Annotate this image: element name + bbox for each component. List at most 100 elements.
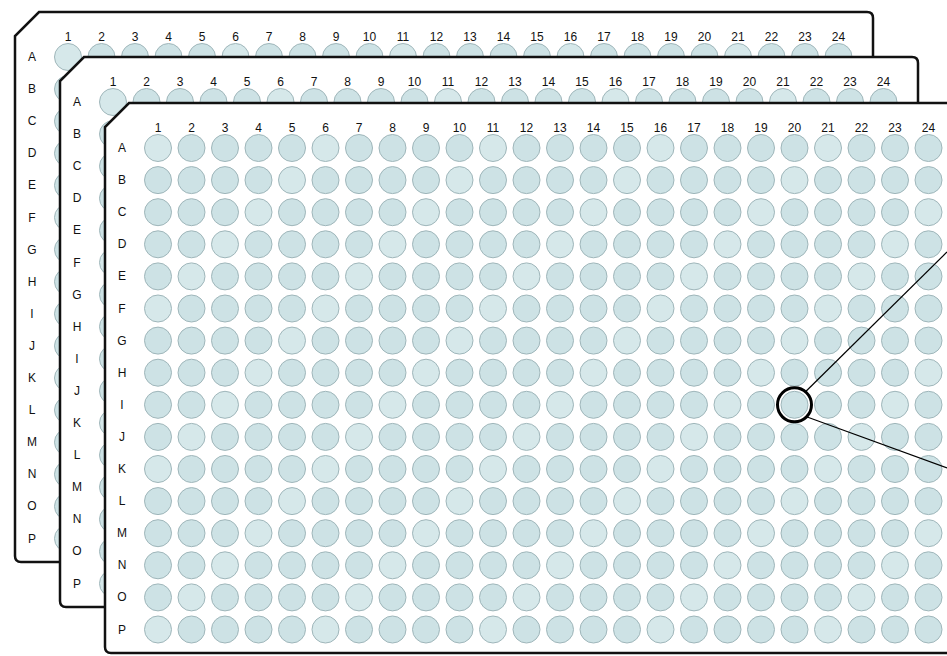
well [379, 616, 406, 643]
well [647, 359, 674, 386]
well [781, 552, 808, 579]
well [446, 552, 473, 579]
well [379, 488, 406, 515]
well [647, 584, 674, 611]
well [848, 423, 875, 450]
well [446, 520, 473, 547]
well [513, 359, 540, 386]
well [413, 263, 440, 290]
well [748, 488, 775, 515]
column-number: 7 [266, 31, 273, 43]
well [647, 263, 674, 290]
well [681, 199, 708, 226]
well [681, 263, 708, 290]
column-number: 2 [143, 76, 150, 88]
well [681, 616, 708, 643]
well [614, 456, 641, 483]
column-number: 9 [333, 31, 340, 43]
well [279, 488, 306, 515]
well [178, 391, 205, 418]
well [513, 584, 540, 611]
column-number: 13 [553, 122, 566, 134]
row-letter: C [28, 115, 37, 127]
well [513, 423, 540, 450]
well [580, 584, 607, 611]
column-number: 21 [776, 76, 789, 88]
well [312, 584, 339, 611]
well [178, 456, 205, 483]
well [513, 263, 540, 290]
well [848, 456, 875, 483]
column-number: 13 [508, 76, 521, 88]
well [915, 295, 942, 322]
well [145, 135, 172, 162]
well [748, 359, 775, 386]
column-number: 24 [877, 76, 890, 88]
well [681, 552, 708, 579]
well [413, 199, 440, 226]
column-number: 12 [430, 31, 443, 43]
column-number: 16 [654, 122, 667, 134]
well [513, 391, 540, 418]
well [781, 231, 808, 258]
well [915, 520, 942, 547]
column-number: 20 [698, 31, 711, 43]
well [882, 423, 909, 450]
well [279, 295, 306, 322]
well [145, 488, 172, 515]
well [681, 423, 708, 450]
well [279, 199, 306, 226]
callout-circle [778, 388, 812, 422]
row-letter: M [72, 481, 82, 493]
row-letter: F [118, 303, 125, 315]
well [848, 167, 875, 194]
row-letter: J [29, 340, 35, 352]
well [346, 423, 373, 450]
well [547, 391, 574, 418]
well [882, 295, 909, 322]
plate-body [60, 57, 918, 607]
well [446, 584, 473, 611]
row-letter: P [73, 578, 81, 590]
well [915, 359, 942, 386]
well [480, 552, 507, 579]
well [647, 231, 674, 258]
well [714, 616, 741, 643]
well [714, 488, 741, 515]
well [312, 263, 339, 290]
row-letter: A [118, 142, 126, 154]
well [279, 391, 306, 418]
well [145, 199, 172, 226]
well [614, 584, 641, 611]
column-number: 6 [277, 76, 284, 88]
well [178, 135, 205, 162]
well [145, 616, 172, 643]
well [647, 616, 674, 643]
column-number: 14 [587, 122, 600, 134]
row-letter: F [73, 257, 80, 269]
well [647, 199, 674, 226]
well [882, 231, 909, 258]
well [245, 488, 272, 515]
well [848, 135, 875, 162]
well [212, 231, 239, 258]
column-number: 11 [442, 76, 454, 88]
well [647, 520, 674, 547]
well [781, 391, 808, 418]
well [547, 423, 574, 450]
well [312, 616, 339, 643]
well [312, 552, 339, 579]
well [848, 552, 875, 579]
well [379, 167, 406, 194]
well [781, 199, 808, 226]
well [178, 327, 205, 354]
row-letter: K [73, 417, 81, 429]
well [178, 616, 205, 643]
column-number: 2 [98, 31, 105, 43]
well [513, 295, 540, 322]
well [346, 584, 373, 611]
row-letter: O [27, 500, 36, 512]
well [245, 391, 272, 418]
well [614, 135, 641, 162]
well [312, 199, 339, 226]
